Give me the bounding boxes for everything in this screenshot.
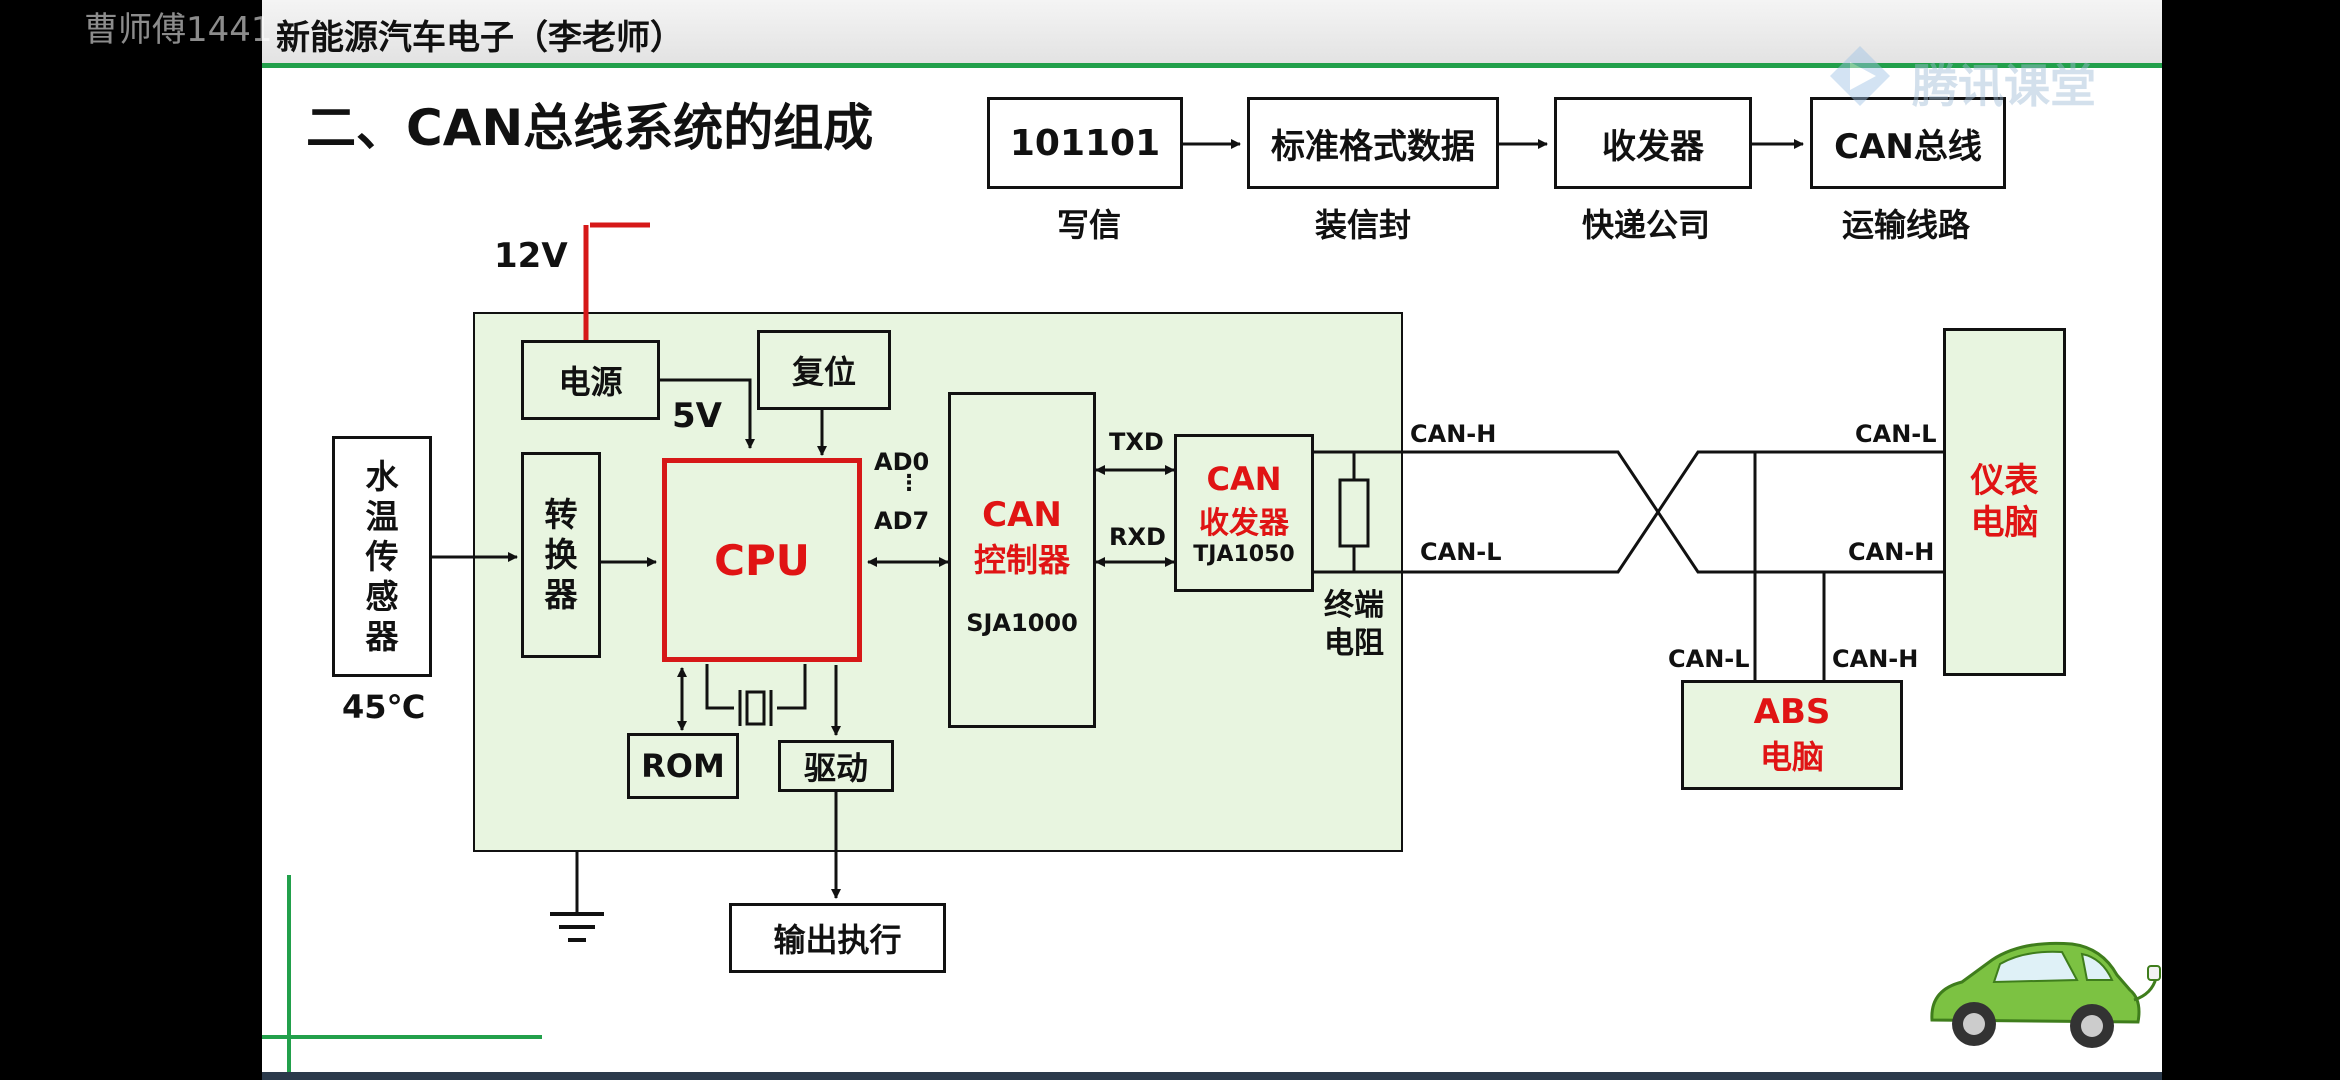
bus-pin-ad0: AD0 [874, 448, 930, 476]
course-title: 新能源汽车电子（李老师） [276, 18, 684, 58]
rom-box: ROM [627, 733, 739, 799]
analogy-caption-letter: 写信 [1057, 206, 1122, 244]
analogy-box-data: 101101 [987, 97, 1183, 189]
header-bar: 新能源汽车电子（李老师） [262, 0, 2162, 66]
water-temp-sensor: 水温传感器 [332, 436, 432, 677]
transceiver-chip: TJA1050 [1193, 541, 1295, 567]
wire-label-abs-can-h: CAN-H [1832, 645, 1919, 673]
slide-title: 二、CAN总线系统的组成 [306, 99, 874, 157]
abs-computer-box: ABS 电脑 [1681, 680, 1903, 790]
abs-title-line1: ABS [1753, 692, 1831, 732]
controller-title-line2: 控制器 [973, 541, 1070, 579]
electric-car-icon [1930, 941, 2161, 1048]
header-rule [262, 63, 2162, 68]
watermark-logo-text: 腾讯课堂 [1912, 59, 2096, 113]
converter-box: 转换器 [521, 452, 601, 658]
wire-label-can-h-left: CAN-H [1410, 420, 1497, 448]
play-logo-icon [1830, 46, 1890, 106]
dashboard-computer-box: 仪表电脑 [1943, 328, 2066, 676]
abs-title-line2: 电脑 [1759, 738, 1824, 776]
cpu-voltage-label: 5V [672, 396, 722, 436]
bottom-bar [262, 1072, 2162, 1080]
rxd-label: RXD [1109, 523, 1166, 551]
terminator-resistor-icon [1338, 452, 1370, 572]
wire-label-can-l-left: CAN-L [1420, 538, 1502, 566]
analogy-caption-courier: 快递公司 [1582, 206, 1711, 244]
transceiver-title-line1: CAN [1206, 459, 1282, 498]
reset-box: 复位 [757, 330, 891, 410]
can-transceiver-box: CAN 收发器 TJA1050 [1174, 434, 1314, 592]
power-supply-box: 电源 [521, 340, 660, 420]
analogy-box-transceiver: 收发器 [1554, 97, 1752, 189]
output-actuator-box: 输出执行 [729, 903, 946, 973]
analogy-caption-route: 运输线路 [1842, 206, 1971, 244]
driver-box: 驱动 [778, 740, 894, 792]
analogy-box-format: 标准格式数据 [1247, 97, 1499, 189]
wire-label-can-h-right: CAN-H [1848, 538, 1935, 566]
terminator-label: 终端电阻 [1324, 588, 1384, 661]
transceiver-title-line2: 收发器 [1199, 505, 1289, 541]
power-to-cpu-arrow [660, 378, 755, 449]
can-controller-box: CAN 控制器 SJA1000 [948, 392, 1096, 728]
watermark-user: 曹师傅1441 [84, 10, 273, 50]
controller-chip: SJA1000 [966, 609, 1078, 637]
can-l-line [1310, 450, 1949, 574]
analogy-box-bus: CAN总线 [1810, 97, 2006, 189]
ground-symbol-icon [550, 852, 604, 942]
crystal-oscillator-icon [705, 664, 807, 726]
sensor-temperature: 45℃ [342, 688, 426, 726]
bus-pin-ad7: AD7 [874, 507, 930, 535]
supply-voltage-label: 12V [494, 236, 568, 276]
txd-label: TXD [1109, 428, 1164, 456]
wiring-layer [262, 139, 1949, 1080]
analogy-caption-envelope: 装信封 [1315, 206, 1412, 244]
slide: 新能源汽车电子（李老师） 二、CAN总线系统的组成 101101 标准格式数据 … [262, 0, 2162, 1080]
watermark-logo: 腾讯课堂 [1820, 40, 2100, 113]
bus-pin-dots: ⋮ [898, 471, 920, 496]
wire-label-abs-can-l: CAN-L [1668, 645, 1750, 673]
cpu-box: CPU [662, 458, 862, 662]
wire-label-can-l-right: CAN-L [1855, 420, 1937, 448]
controller-title-line1: CAN [982, 495, 1062, 535]
